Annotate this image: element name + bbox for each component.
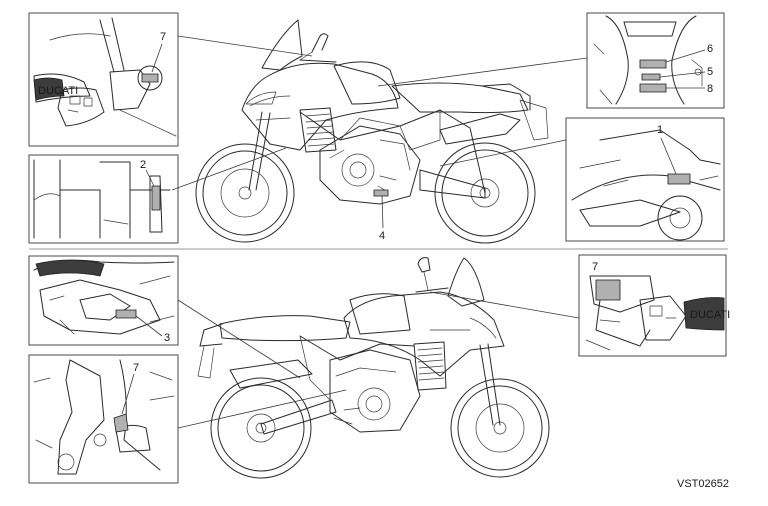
motorcycle-right-side-view <box>195 19 549 244</box>
grip-brand-text: DUCATI <box>38 85 78 97</box>
leader-7-bottom-right <box>429 291 580 319</box>
figure-code: VST02652 <box>677 478 729 490</box>
callout-7-bottom-right: 7 <box>592 261 598 273</box>
label-4-marker <box>373 189 389 197</box>
callout-4: 4 <box>379 230 385 242</box>
motorcycle-left-side-view <box>197 257 550 479</box>
leader-4 <box>381 195 384 229</box>
inset-underseat-label: 3 <box>28 255 179 346</box>
leader-tank <box>377 57 588 87</box>
leader-1 <box>439 139 567 167</box>
callout-8: 8 <box>707 83 713 95</box>
callout-5: 5 <box>707 66 713 78</box>
inset-footpeg-label: 7 <box>28 354 179 484</box>
callout-2: 2 <box>140 159 146 171</box>
callout-3: 3 <box>164 332 170 344</box>
inset-fork-label: 2 <box>28 154 179 244</box>
leader-7-top <box>177 35 313 57</box>
leader-7-bottom-left <box>177 389 347 429</box>
leader-3 <box>177 299 301 379</box>
inset-tank-labels: 6 5 8 <box>586 12 725 109</box>
leader-2 <box>171 147 287 191</box>
grip-brand-text-right: DUCATI <box>690 309 730 321</box>
callout-6: 6 <box>707 43 713 55</box>
callout-1: 1 <box>657 124 663 136</box>
inset-left-handlebar: DUCATI 7 <box>28 12 179 147</box>
inset-right-handlebar: DUCATI 7 <box>578 254 730 357</box>
inset-rear-label: 1 <box>565 117 725 242</box>
callout-7-top-inset: 7 <box>160 31 166 43</box>
callout-7-bottom-left: 7 <box>133 362 139 374</box>
